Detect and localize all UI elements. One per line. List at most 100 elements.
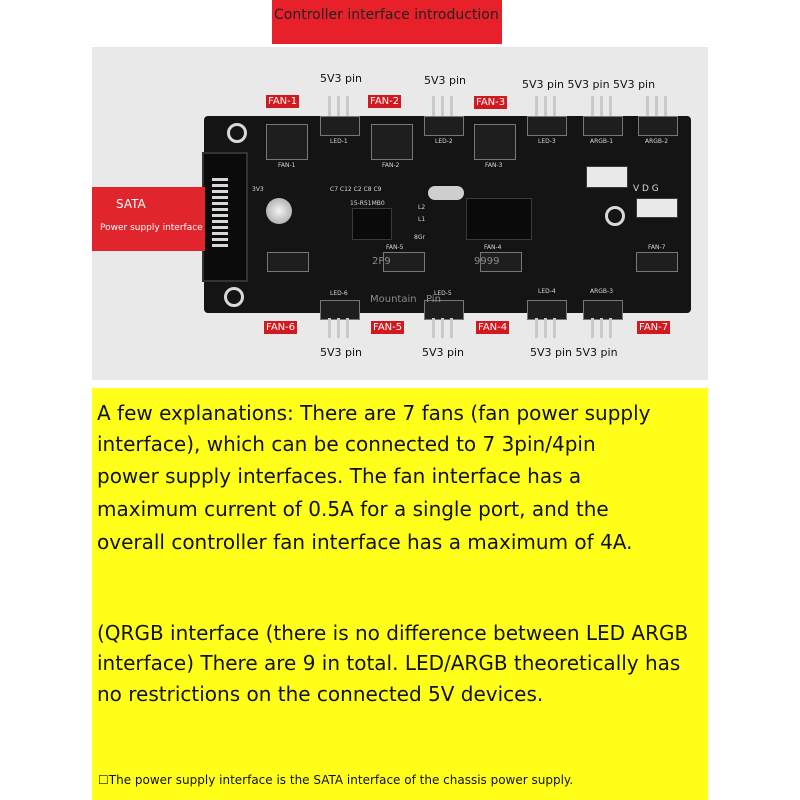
led6-pin: [328, 318, 331, 338]
argb3-pin: [609, 318, 612, 338]
argb-header-2: [638, 116, 678, 136]
led6-pin: [346, 318, 349, 338]
silk-argb-2: ARGB-2: [645, 138, 669, 145]
explanation-panel: [92, 388, 708, 800]
fan-header-7: [636, 252, 678, 272]
main-chip: [466, 198, 532, 240]
argb-header-3: [583, 300, 623, 320]
fan-header-6: [267, 252, 309, 272]
top-pin-label-1: 5V3 pin: [320, 72, 363, 85]
led1-pin: [328, 96, 331, 116]
argb-header-1: [583, 116, 623, 136]
fan-header-4: [480, 252, 522, 272]
argb1-pin: [609, 96, 612, 116]
explanation-line: overall controller fan interface has a m…: [97, 530, 633, 554]
rgb-explanation-line: no restrictions on the connected 5V devi…: [97, 682, 544, 706]
led5-pin: [441, 318, 444, 338]
rgb-explanation-line: (QRGB interface (there is no difference …: [97, 621, 689, 645]
crystal-oscillator: [428, 186, 464, 200]
led3-pin: [553, 96, 556, 116]
silk-led-6: LED-6: [330, 290, 348, 297]
led6-pin: [337, 318, 340, 338]
argb1-pin: [600, 96, 603, 116]
top-pin-label-3: 5V3 pin 5V3 pin 5V3 pin: [522, 78, 656, 91]
watermark-9999: 9999: [474, 256, 500, 267]
silk-led-3: LED-3: [538, 138, 556, 145]
silk-caps: C7 C12 C2 C8 C9: [330, 186, 382, 193]
silk-fan-5: FAN-5: [386, 244, 404, 251]
argb2-pin: [646, 96, 649, 116]
sata-sublabel: Power supply interface: [100, 223, 203, 233]
led-header-1: [320, 116, 360, 136]
silk-fan-3: FAN-3: [485, 162, 503, 169]
explanation-line: power supply interfaces. The fan interfa…: [97, 464, 582, 488]
silk-l1: L1: [418, 216, 426, 223]
fan-header-5: [383, 252, 425, 272]
watermark-pin: Pin: [426, 294, 441, 305]
argb3-pin: [600, 318, 603, 338]
led4-pin: [535, 318, 538, 338]
led5-pin: [432, 318, 435, 338]
fan-tag-2: FAN-2: [368, 95, 402, 108]
fan-tag-1: FAN-1: [266, 95, 300, 108]
bottom-pin-label-1: 5V3 pin: [320, 346, 363, 359]
fan-tag-7: FAN-7: [637, 321, 671, 334]
led-header-5: [424, 300, 464, 320]
watermark-mountain: Mountain: [370, 294, 417, 305]
silk-fan-2: FAN-2: [382, 162, 400, 169]
explanation-line: A few explanations: There are 7 fans (fa…: [97, 401, 651, 425]
fan-header-1: [266, 124, 308, 160]
led4-pin: [544, 318, 547, 338]
led3-pin: [535, 96, 538, 116]
explanation-line: maximum current of 0.5A for a single por…: [97, 497, 609, 521]
silk-argb-3: ARGB-3: [590, 288, 614, 295]
sata-contacts: [212, 178, 228, 250]
silk-argb-1: ARGB-1: [590, 138, 614, 145]
silk-fan-1: FAN-1: [278, 162, 296, 169]
fan-tag-5: FAN-5: [371, 321, 405, 334]
sata-label: SATA: [116, 197, 146, 211]
led1-pin: [346, 96, 349, 116]
mounting-hole-top-left: [227, 123, 247, 143]
silk-fan-4: FAN-4: [484, 244, 502, 251]
bottom-pin-label-2: 5V3 pin: [422, 346, 465, 359]
led-header-6: [320, 300, 360, 320]
led2-pin: [432, 96, 435, 116]
led-header-4: [527, 300, 567, 320]
silk-led-2: LED-2: [435, 138, 453, 145]
led1-pin: [337, 96, 340, 116]
led-header-2: [424, 116, 464, 136]
silk-3v3: 3V3: [252, 186, 264, 193]
footnote: ☐The power supply interface is the SATA …: [98, 773, 574, 787]
argb3-pin: [591, 318, 594, 338]
title-banner: [272, 0, 502, 44]
silk-ic: 15-R51MB0: [350, 200, 385, 207]
led3-pin: [544, 96, 547, 116]
sata-callout: [92, 187, 205, 251]
argb1-pin: [591, 96, 594, 116]
silk-vdg: V D G: [633, 184, 659, 194]
silk-fan-7: FAN-7: [648, 244, 666, 251]
fan-header-2: [371, 124, 413, 160]
explanation-line: interface), which can be connected to 7 …: [97, 432, 596, 456]
led2-pin: [441, 96, 444, 116]
silk-8gr: 8Gr: [414, 234, 425, 241]
bottom-pin-label-3: 5V3 pin 5V3 pin: [530, 346, 618, 359]
fan-tag-3: FAN-3: [474, 96, 508, 109]
led-header-3: [527, 116, 567, 136]
top-pin-label-2: 5V3 pin: [424, 74, 467, 87]
watermark-2p9: 2P9: [372, 256, 391, 267]
silk-led-1: LED-1: [330, 138, 348, 145]
capacitor: [266, 198, 292, 224]
argb2-pin: [655, 96, 658, 116]
argb2-pin: [664, 96, 667, 116]
mounting-hole-right: [605, 206, 625, 226]
mounting-hole-bottom-left: [224, 287, 244, 307]
silk-led-4: LED-4: [538, 288, 556, 295]
silk-l2: L2: [418, 204, 426, 211]
fan-tag-4: FAN-4: [476, 321, 510, 334]
fan-tag-6: FAN-6: [264, 321, 298, 334]
fan-header-3: [474, 124, 516, 160]
led4-pin: [553, 318, 556, 338]
jumper-block-2: [636, 198, 678, 218]
